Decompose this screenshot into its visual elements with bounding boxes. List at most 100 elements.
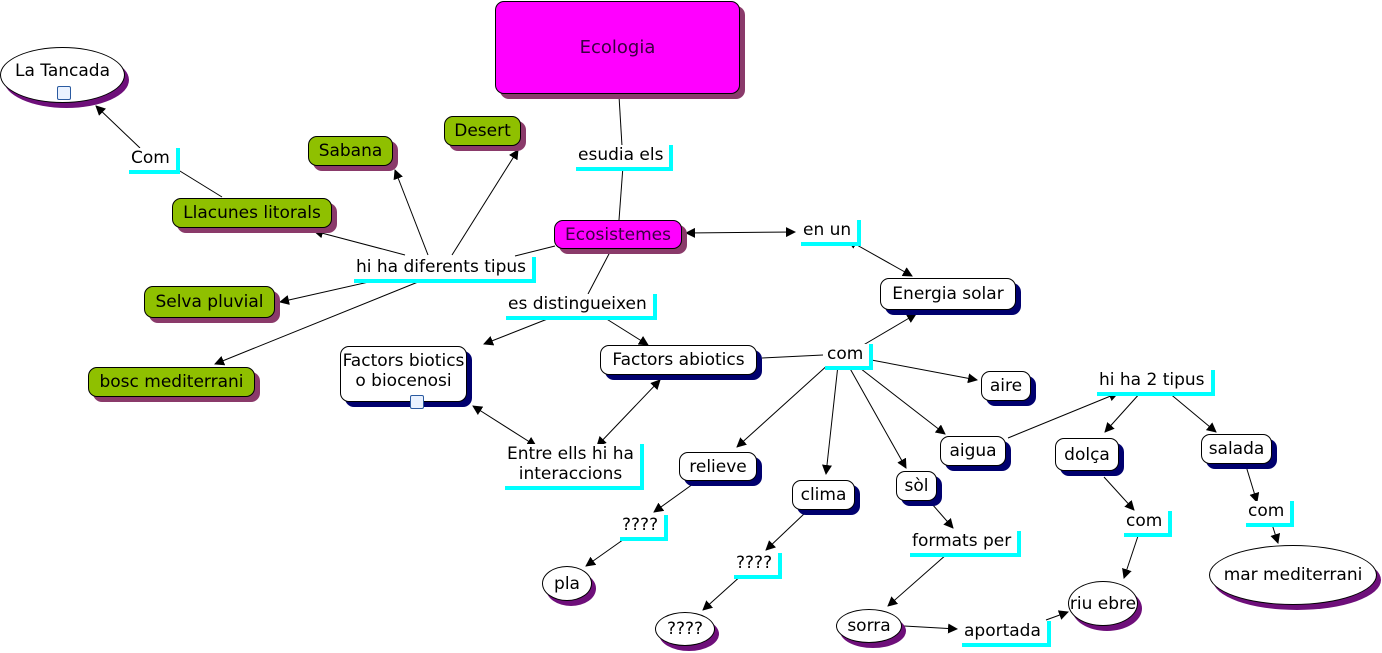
link-hihadif-bosc xyxy=(214,281,419,366)
link-clima-q xyxy=(765,512,806,551)
link-esdist-biotics xyxy=(483,317,551,346)
concept-label: Ecologia xyxy=(579,36,656,58)
link-phrase-relieve-unknown[interactable]: ???? xyxy=(620,515,669,541)
concept-label: clima xyxy=(800,485,847,505)
link-sol-formats xyxy=(931,503,954,529)
concept-la-tancada[interactable]: La Tancada xyxy=(0,47,125,103)
link-llacunes-com xyxy=(174,167,223,198)
link-abiotics-entre xyxy=(596,379,661,447)
concept-label: pla xyxy=(554,573,580,594)
concept-label: Sabana xyxy=(318,141,383,161)
concept-label: Llacunes litorals xyxy=(183,203,321,223)
link-com-aire xyxy=(865,358,978,384)
concept-selva-pluvial[interactable]: Selva pluvial xyxy=(144,286,275,318)
concept-label: ???? xyxy=(666,619,704,639)
link-phrase-hi-ha-diferents-tipus[interactable]: hi ha diferents tipus xyxy=(354,257,537,283)
concept-label: Selva pluvial xyxy=(155,292,264,312)
link-q-unknown xyxy=(702,573,744,611)
concept-label: La Tancada xyxy=(14,61,111,81)
concept-sol[interactable]: sòl xyxy=(896,471,937,501)
link-phrase-formats-per[interactable]: formats per xyxy=(910,531,1022,557)
link-phrase-hi-ha-2-tipus[interactable]: hi ha 2 tipus xyxy=(1097,370,1215,396)
concept-sorra[interactable]: sorra xyxy=(836,609,902,643)
link-hihadif-sabana xyxy=(393,169,429,256)
concept-label: sòl xyxy=(904,476,929,496)
link-phrase-com-tancada[interactable]: Com xyxy=(129,148,180,174)
concept-aigua[interactable]: aigua xyxy=(940,436,1006,466)
link-abiotics-com xyxy=(761,354,824,359)
link-phrase-com-dolca[interactable]: com xyxy=(1124,511,1173,537)
concept-label-line2: o biocenosi xyxy=(355,371,452,391)
concept-label: relieve xyxy=(689,456,747,477)
link-com-aigua xyxy=(855,364,946,435)
link-com-sol xyxy=(847,364,907,469)
link-esudia-ecosistemes xyxy=(618,165,624,221)
concept-mar-mediterrani[interactable]: mar mediterrani xyxy=(1209,545,1377,605)
link-hihadif-llacunes xyxy=(313,228,406,256)
link-phrase-aportada[interactable]: aportada xyxy=(962,621,1051,647)
concept-factors-abiotics[interactable]: Factors abiotics xyxy=(600,345,757,375)
concept-desert[interactable]: Desert xyxy=(444,116,521,146)
concept-aire[interactable]: aire xyxy=(981,371,1031,401)
link-ecosistemes-esdist xyxy=(587,251,611,295)
link-dolca-com xyxy=(1103,476,1135,511)
link-aigua-hiha2 xyxy=(1007,391,1119,439)
link-enun-energia xyxy=(847,239,913,277)
concept-unknown[interactable]: ???? xyxy=(655,612,715,646)
concept-ecosistemes[interactable]: Ecosistemes xyxy=(554,220,682,249)
link-phrase-com-abiotics[interactable]: com xyxy=(825,344,874,370)
link-phrase-es-distingueixen[interactable]: es distingueixen xyxy=(506,294,657,320)
concept-label: Energia solar xyxy=(892,284,1004,304)
concept-pla[interactable]: pla xyxy=(542,566,592,601)
link-esdist-abiotics xyxy=(604,317,649,346)
concept-label: Ecosistemes xyxy=(565,224,671,245)
link-com-clima xyxy=(822,364,839,475)
concept-label: salada xyxy=(1208,439,1265,459)
concept-factors-biotics[interactable]: Factors biotics o biocenosi xyxy=(340,346,467,409)
concept-salada[interactable]: salada xyxy=(1201,434,1272,464)
concept-label: bosc mediterrani xyxy=(99,372,244,392)
link-phrase-com-salada[interactable]: com xyxy=(1246,501,1295,527)
link-aportada-riuebre xyxy=(1045,610,1069,621)
concept-llacunes-litorals[interactable]: Llacunes litorals xyxy=(172,198,332,228)
link-phrase-entre-ells[interactable]: Entre ells hi ha interaccions xyxy=(505,444,644,490)
link-sorra-aportada xyxy=(903,623,958,634)
link-salada-com xyxy=(1245,465,1260,503)
link-phrase-line2: interaccions xyxy=(518,464,623,484)
concept-label: Desert xyxy=(454,121,511,141)
link-com-riuebre xyxy=(1122,529,1141,579)
link-com-tancada xyxy=(95,105,141,149)
link-phrase-line1: Entre ells hi ha xyxy=(507,444,634,464)
concept-relieve[interactable]: relieve xyxy=(679,452,757,481)
link-phrase-en-un[interactable]: en un xyxy=(801,220,862,246)
concept-ecologia[interactable]: Ecologia xyxy=(495,1,740,94)
concept-energia-solar[interactable]: Energia solar xyxy=(880,278,1016,310)
concept-dolca[interactable]: dolça xyxy=(1055,438,1119,471)
link-ecologia-esudia xyxy=(618,95,623,147)
submap-resource-icon[interactable] xyxy=(410,395,424,409)
link-ecosistemes-enun xyxy=(685,227,796,238)
concept-label: riu ebre xyxy=(1069,593,1137,614)
concept-label-line1: Factors biotics xyxy=(342,351,465,371)
link-q-pla xyxy=(585,536,628,567)
concept-label: aigua xyxy=(949,441,997,461)
concept-label: Factors abiotics xyxy=(612,350,745,370)
concept-bosc-mediterrani[interactable]: bosc mediterrani xyxy=(88,367,255,397)
document-resource-icon[interactable] xyxy=(57,86,71,100)
link-relieve-q xyxy=(653,483,694,513)
concept-label: dolça xyxy=(1064,444,1110,465)
concept-sabana[interactable]: Sabana xyxy=(308,136,393,166)
concept-riu-ebre[interactable]: riu ebre xyxy=(1068,581,1138,626)
link-hihadif-desert xyxy=(451,149,519,256)
link-com-relieve xyxy=(736,362,831,448)
link-ecosistemes-hihadif xyxy=(514,245,556,257)
link-phrase-esudia-els[interactable]: esudia els xyxy=(576,145,674,171)
link-hiha2-salada xyxy=(1167,391,1217,433)
link-formats-sorra xyxy=(887,553,948,607)
concept-clima[interactable]: clima xyxy=(792,480,855,510)
link-hiha2-dolca xyxy=(1104,391,1142,433)
link-biotics-entre xyxy=(472,405,537,447)
link-phrase-clima-unknown[interactable]: ???? xyxy=(734,553,783,579)
concept-label: sorra xyxy=(847,616,891,636)
